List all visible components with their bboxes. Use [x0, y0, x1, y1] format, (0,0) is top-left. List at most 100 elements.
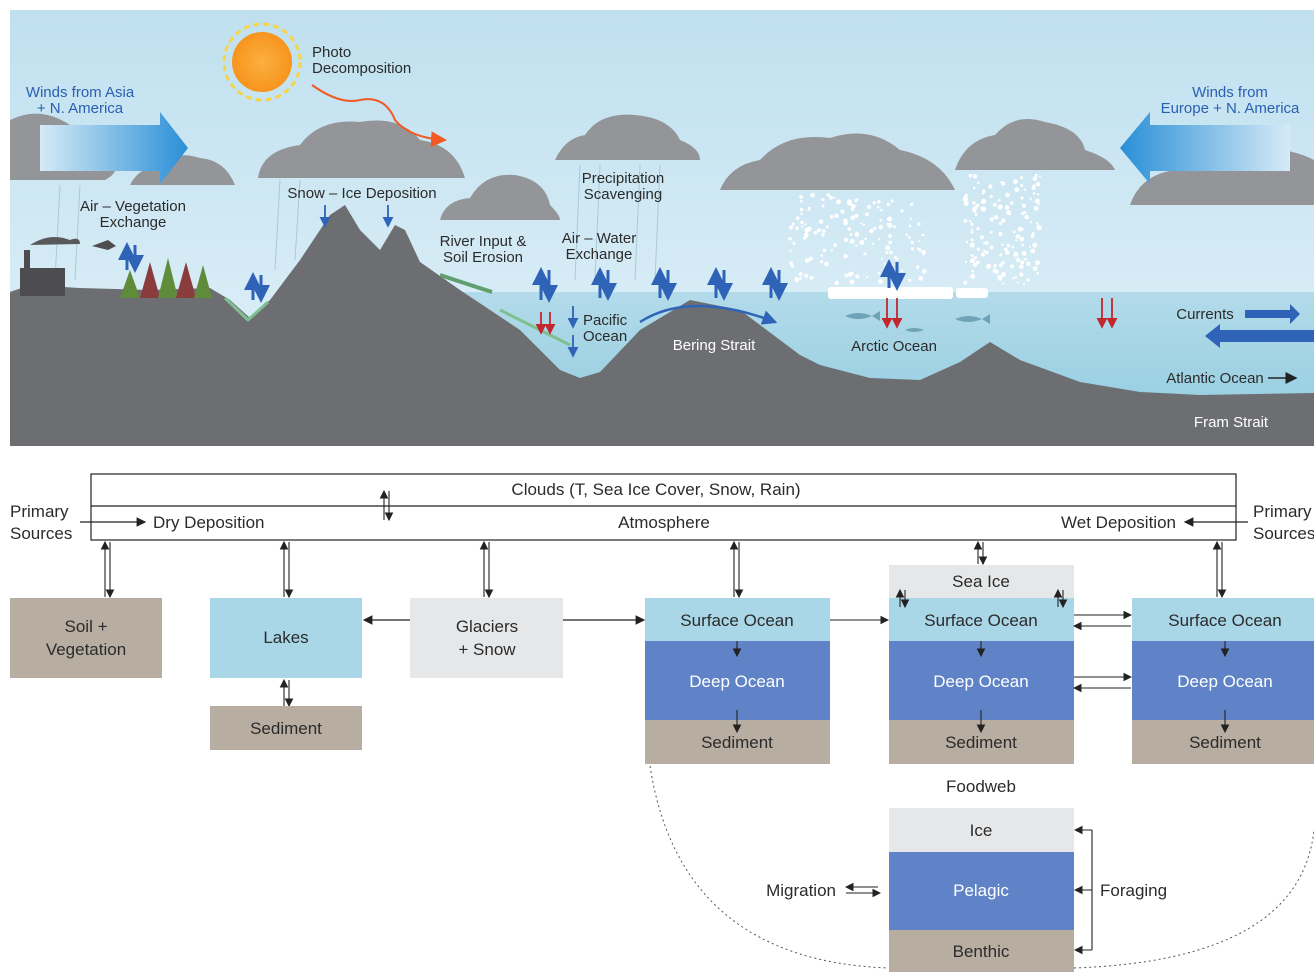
col2-seaice-label: Sea Ice — [952, 572, 1010, 591]
snowflake — [876, 200, 881, 204]
precip-label-2: Scavenging — [584, 186, 662, 203]
snowflake — [790, 264, 794, 268]
snowflake — [972, 186, 976, 190]
snowflake — [972, 174, 978, 179]
snowflake — [849, 233, 853, 236]
snowflake — [872, 201, 876, 205]
snowflake — [1002, 282, 1005, 285]
snowflake — [865, 276, 868, 279]
snowflake — [989, 231, 993, 234]
snowflake — [885, 251, 889, 254]
snowflake — [1021, 251, 1027, 256]
snowflake — [855, 233, 859, 237]
scene-panel: Winds from Asia + N. America Winds from … — [10, 10, 1314, 446]
river-label-2: Soil Erosion — [443, 249, 523, 266]
snowflake — [1033, 205, 1039, 211]
soil-label-2: Vegetation — [46, 640, 126, 659]
river-arrow — [439, 273, 493, 294]
snowflake — [908, 224, 912, 228]
snowflake — [1013, 251, 1019, 257]
snowflake — [1020, 212, 1024, 216]
snowflake — [1014, 275, 1018, 279]
snowflake — [836, 199, 841, 205]
snowflake — [789, 225, 793, 230]
snowflake — [1001, 243, 1004, 246]
snowflake — [813, 230, 818, 235]
col2-sediment-label: Sediment — [945, 733, 1017, 752]
snowflake — [989, 217, 994, 222]
col3-surface-label: Surface Ocean — [1168, 611, 1281, 630]
deposition-arrows — [319, 205, 579, 358]
snowflake — [970, 238, 974, 242]
snowflake — [864, 237, 867, 241]
snowflake — [1011, 245, 1015, 249]
snowflake — [992, 202, 997, 207]
snowflake — [900, 209, 904, 213]
snowflake — [989, 245, 994, 250]
snowflake — [799, 199, 803, 203]
wind-arrow-left — [40, 112, 188, 184]
lakes-box — [210, 598, 362, 678]
snowflake — [1030, 248, 1036, 254]
col2-deep-label: Deep Ocean — [933, 672, 1028, 691]
snowflake — [1032, 176, 1038, 182]
ice-box — [889, 808, 1074, 852]
snowflake — [921, 233, 925, 237]
benthic-box — [889, 930, 1074, 972]
snowflake — [892, 225, 896, 229]
snowflake — [799, 195, 803, 199]
snowflake — [804, 273, 809, 278]
snowflake — [820, 254, 823, 257]
snowflake — [1021, 243, 1025, 247]
snowflake — [819, 260, 823, 264]
snowflake — [1021, 203, 1027, 208]
winds-right-label-2: Europe + N. America — [1161, 100, 1300, 117]
snowflake — [821, 204, 825, 208]
snowflake — [916, 247, 920, 250]
snowflake — [1015, 234, 1021, 239]
snowflake — [1023, 210, 1027, 215]
snowflake — [1020, 176, 1024, 180]
snowflake — [1000, 181, 1003, 184]
col3-surface-box — [1132, 598, 1314, 641]
snowflake — [1037, 203, 1040, 206]
snowflake — [971, 269, 974, 273]
snowflake — [883, 262, 886, 266]
snowflake — [972, 262, 978, 267]
atmosphere-exchange-arrows — [100, 540, 1227, 708]
snowflake — [860, 222, 863, 225]
snowflake — [843, 220, 849, 226]
primary-right-1: Primary — [1253, 502, 1312, 521]
snowflake — [972, 201, 976, 205]
snowflake — [983, 249, 986, 253]
snowflake — [821, 198, 825, 202]
snowflake — [1032, 266, 1038, 271]
photo-decomposition-arrow — [311, 84, 447, 148]
snowflake — [1024, 214, 1030, 220]
ocean-flow-arrows — [732, 588, 1230, 734]
snowflake — [1017, 226, 1023, 232]
winds-left-label-2: + N. America — [37, 100, 124, 117]
forest-icon — [120, 258, 212, 298]
snowflake — [855, 274, 860, 279]
col1-surface-label: Surface Ocean — [680, 611, 793, 630]
glaciers-label-2: + Snow — [458, 640, 516, 659]
snowflake — [824, 261, 829, 267]
air-water-label-1: Air – Water — [562, 230, 636, 247]
snowflake — [907, 235, 911, 239]
snowflake — [850, 207, 855, 211]
river-label-1: River Input & — [440, 233, 527, 250]
sinking-arrows — [535, 298, 1118, 335]
snowflake — [866, 204, 872, 210]
snowflake — [807, 206, 811, 210]
snowflake — [822, 248, 827, 253]
snowflake — [829, 215, 834, 219]
ice-label: Ice — [970, 821, 993, 840]
snowflake — [905, 233, 908, 236]
snowflake — [1006, 205, 1009, 209]
lake-shore — [223, 296, 270, 323]
snowflake — [918, 276, 924, 281]
snowflake — [1013, 179, 1018, 184]
snowflake — [1036, 193, 1040, 196]
snowflake — [989, 195, 993, 199]
